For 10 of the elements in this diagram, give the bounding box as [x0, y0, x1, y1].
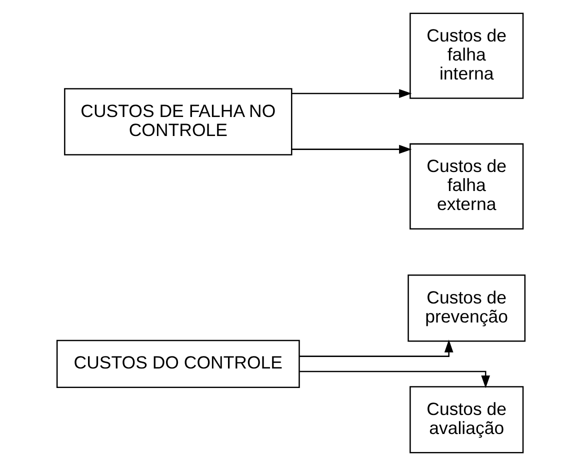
arrow	[291, 144, 412, 154]
node-box: Custos de prevenção	[407, 274, 526, 342]
node-box: CUSTOS DE FALHA NO CONTROLE	[64, 88, 292, 156]
node-box: CUSTOS DO CONTROLE	[56, 340, 300, 388]
node-box: Custos de falha externa	[409, 143, 524, 230]
node-box: Custos de avaliação	[409, 386, 524, 454]
arrow	[298, 340, 453, 357]
arrow	[299, 370, 490, 388]
arrow	[291, 89, 412, 98]
node-box: Custos de falha interna	[409, 12, 524, 99]
